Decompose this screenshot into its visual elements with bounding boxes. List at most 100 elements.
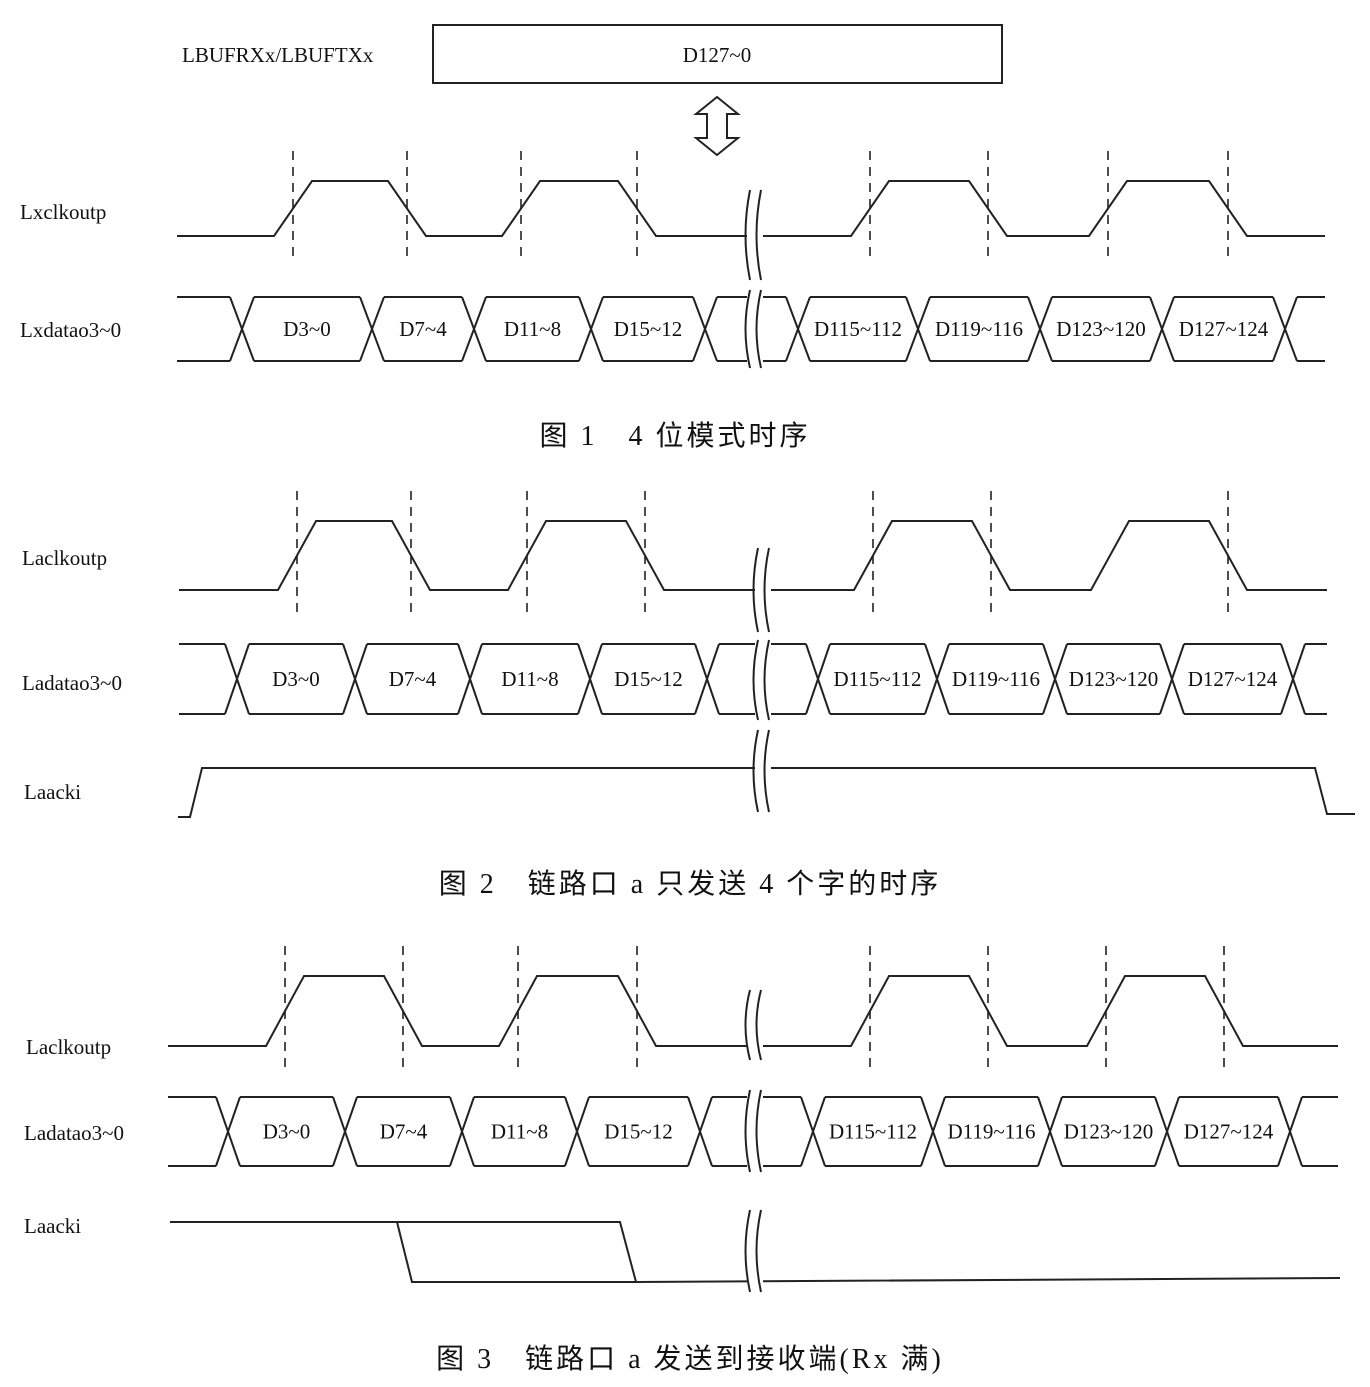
bus-transition (1277, 1096, 1303, 1167)
figure-caption: 图 3 链路口 a 发送到接收端(Rx 满) (436, 1343, 944, 1375)
break-gap (747, 190, 763, 280)
bus-segment (384, 296, 462, 362)
bus-transition (1272, 296, 1298, 362)
bus-segment (357, 1096, 450, 1167)
bus-transition (332, 1096, 358, 1167)
bus-transition (924, 643, 950, 715)
break-gap (747, 290, 763, 368)
break-symbol (752, 547, 770, 633)
signal-label: Laclkoutp (22, 546, 107, 570)
bus-cell-label: D127~124 (1184, 1120, 1274, 1144)
bus-cell-label: D3~0 (263, 1120, 311, 1144)
bus-transition (342, 643, 368, 715)
bus-cell-label: D119~116 (935, 317, 1023, 341)
bus-transition (449, 1096, 475, 1167)
bus-transition (1154, 1096, 1180, 1167)
bus-cell-label: D7~4 (389, 667, 437, 691)
bus-cell-label: D11~8 (501, 667, 558, 691)
bus-transition (1280, 643, 1306, 715)
bus-cell-label: D3~0 (272, 667, 320, 691)
bus-cell-label: D127~124 (1188, 667, 1278, 691)
bus-segment (179, 643, 225, 715)
bus-transition (224, 643, 250, 715)
bus-segment (603, 296, 693, 362)
bus-transition (905, 296, 931, 362)
bus-transition (457, 643, 483, 715)
bus-segment (830, 643, 925, 715)
bus-segment (474, 1096, 565, 1167)
bus-segment (810, 296, 906, 362)
bus-segment (1174, 296, 1273, 362)
bus-cell-label: D15~12 (604, 1120, 673, 1144)
bus-segment (949, 643, 1043, 715)
break-symbol (752, 729, 770, 813)
break-symbol (744, 1209, 762, 1293)
buffer-box (432, 24, 1003, 84)
signal-label: Laclkoutp (26, 1035, 111, 1059)
bus-cell-label: D123~120 (1069, 667, 1159, 691)
bus-segment (249, 643, 343, 715)
bus-transition (694, 643, 720, 715)
signal-label: Lxdatao3~0 (20, 318, 121, 342)
bus-transition (564, 1096, 590, 1167)
signal-label: Ladatao3~0 (24, 1121, 124, 1145)
double-arrow-icon (693, 95, 741, 157)
bus-cell-label: D123~120 (1064, 1120, 1154, 1144)
bus-transition (215, 1096, 241, 1167)
signal-label: Laacki (24, 780, 81, 804)
bus-cell-label: D119~116 (948, 1120, 1036, 1144)
bus-transition (229, 296, 255, 362)
bus-transition (461, 296, 487, 362)
bus-cell-label: D11~8 (504, 317, 561, 341)
bus-cell-label: D127~124 (1179, 317, 1269, 341)
buffer-label: LBUFRXx/LBUFTXx (182, 43, 374, 67)
bus-cell-label: D115~112 (834, 667, 922, 691)
break-symbol (752, 639, 770, 721)
bus-transition (1037, 1096, 1063, 1167)
bus-transition (1027, 296, 1053, 362)
bus-segment (602, 643, 695, 715)
bus-segment (482, 643, 578, 715)
bus-cell-label: D123~120 (1056, 317, 1146, 341)
figure-caption: 图 1 4 位模式时序 (539, 420, 810, 452)
bus-segment (1184, 643, 1281, 715)
bus-segment (930, 296, 1028, 362)
break-symbol (744, 1089, 762, 1173)
bus-transition (359, 296, 385, 362)
bus-transition (1149, 296, 1175, 362)
break-symbol (744, 989, 762, 1061)
bus-transition (692, 296, 718, 362)
bus-transition (785, 296, 811, 362)
bus-segment (1179, 1096, 1278, 1167)
bus-segment (367, 643, 458, 715)
break-gap (747, 1090, 763, 1172)
bus-cell-label: D15~12 (614, 667, 683, 691)
bus-segment (1067, 643, 1160, 715)
signal-label: Ladatao3~0 (22, 671, 122, 695)
bus-transition (805, 643, 831, 715)
bus-transition (1159, 643, 1185, 715)
signal-label: Lxclkoutp (20, 200, 106, 224)
figure-caption: 图 2 链路口 a 只发送 4 个字的时序 (439, 868, 941, 900)
break-gap (747, 990, 763, 1060)
break-gap (755, 640, 771, 720)
buffer-content: D127~0 (683, 43, 752, 67)
bus-transition (920, 1096, 946, 1167)
bus-segment (1305, 643, 1327, 715)
bus-segment (254, 296, 360, 362)
bus-cell-label: D115~112 (829, 1120, 917, 1144)
break-gap (747, 1210, 763, 1292)
bus-segment (177, 296, 230, 362)
bus-segment (168, 1096, 216, 1167)
bus-cell-label: D115~112 (814, 317, 902, 341)
bus-segment (486, 296, 579, 362)
bus-transition (1042, 643, 1068, 715)
bus-cell-label: D119~116 (952, 667, 1040, 691)
bus-segment (825, 1096, 921, 1167)
bus-segment (1062, 1096, 1155, 1167)
break-symbol (744, 189, 762, 281)
bus-segment (945, 1096, 1038, 1167)
break-gap (755, 548, 771, 632)
bus-segment (240, 1096, 333, 1167)
